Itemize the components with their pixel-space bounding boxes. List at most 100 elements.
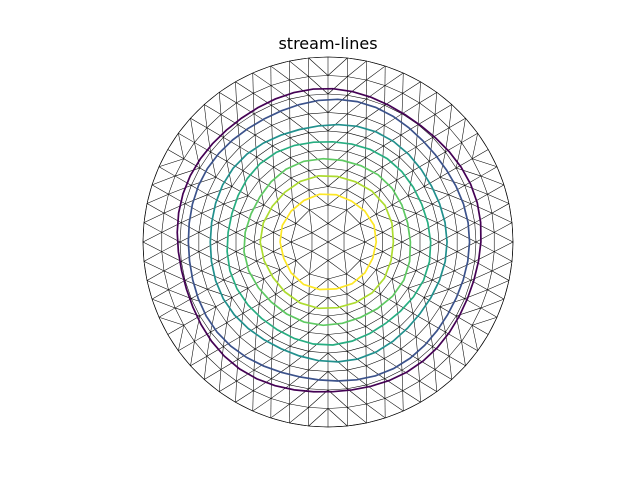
mesh-edge (343, 223, 361, 233)
mesh-edge (256, 213, 281, 224)
mesh-edge (231, 297, 244, 314)
mesh-edge (175, 167, 200, 177)
mesh-edge (424, 186, 449, 195)
contour-level-6 (259, 175, 395, 310)
mesh-edge (292, 284, 310, 295)
mesh-edge (239, 270, 265, 280)
mesh-edge (311, 241, 329, 252)
mesh-edge (399, 222, 421, 233)
mesh-edge (491, 251, 495, 271)
mesh-edge (434, 356, 450, 370)
mesh-edge (219, 380, 237, 392)
mesh-edge (437, 222, 458, 233)
contour-level-1 (176, 87, 482, 393)
mesh-edge (184, 185, 192, 204)
mesh-edge (415, 251, 421, 271)
mesh-edge (272, 337, 291, 347)
mesh-edge (190, 356, 208, 367)
mesh-edge (346, 209, 361, 224)
mesh-edge (494, 241, 514, 252)
mesh-edge (415, 213, 421, 233)
mesh-edge (178, 325, 185, 351)
mesh-edge (365, 137, 384, 147)
mesh-edge (253, 232, 274, 243)
mesh-edge (223, 203, 241, 214)
mesh-edge (464, 175, 482, 186)
mesh-edge (292, 260, 297, 285)
mesh-edge (412, 170, 425, 187)
mesh-edge (347, 170, 366, 179)
mesh-edge (218, 203, 224, 223)
mesh-edge (327, 241, 345, 252)
mesh-edge (415, 336, 419, 360)
mesh-edge (203, 104, 208, 128)
mesh-edge (384, 390, 403, 399)
mesh-edge (375, 214, 383, 233)
mesh-edge (347, 384, 367, 390)
mesh-edge (487, 289, 505, 300)
mesh-edge (472, 325, 489, 335)
mesh-edge (347, 98, 367, 115)
mesh-edge (289, 79, 309, 96)
mesh-edge (194, 142, 201, 169)
mesh-edge (471, 307, 482, 326)
mesh-edge (168, 280, 186, 290)
mesh-edge (423, 297, 441, 307)
mesh-edge (272, 145, 291, 158)
mesh-edge (464, 185, 472, 204)
mesh-edge (194, 331, 211, 342)
mesh-edge (191, 289, 208, 299)
mesh-edge (434, 369, 438, 392)
mesh-edge (271, 378, 290, 386)
mesh-edge (382, 316, 384, 339)
mesh-edge (366, 398, 386, 405)
mesh-edge (237, 359, 255, 371)
mesh-edge (311, 232, 329, 243)
mesh-edge (364, 306, 366, 327)
mesh-edge (289, 60, 309, 77)
mesh-edge (439, 289, 449, 307)
mesh-edge (455, 167, 465, 186)
mesh-edge (448, 127, 462, 143)
mesh-edge (384, 125, 402, 136)
mesh-edge (402, 390, 404, 412)
mesh-edge (461, 142, 473, 159)
mesh-edge (273, 316, 291, 327)
mesh-edge (327, 313, 348, 317)
mesh-edge (271, 117, 290, 126)
mesh-edge (163, 270, 169, 290)
mesh-edge (419, 92, 437, 104)
mesh-edge (366, 98, 385, 106)
mesh-edge (448, 194, 472, 204)
mesh-edge (365, 326, 384, 339)
mesh-edge (475, 241, 495, 252)
mesh-edge (308, 95, 329, 113)
mesh-edge (216, 241, 237, 252)
mesh-edge (174, 298, 192, 309)
mesh-edge (396, 179, 409, 196)
mesh-edge (289, 346, 309, 352)
mesh-edge (253, 348, 256, 371)
mesh-edge (487, 280, 510, 291)
mesh-edge (273, 232, 292, 243)
mesh-edge (226, 322, 241, 338)
mesh-edge (146, 280, 169, 291)
mesh-edge (423, 161, 430, 187)
mesh-edge (363, 284, 366, 307)
mesh-edge (491, 203, 510, 214)
mesh-edge (359, 260, 377, 270)
mesh-edge (454, 270, 472, 281)
mesh-edge (204, 104, 222, 115)
mesh-edge (198, 222, 219, 233)
mesh-edge (417, 124, 433, 138)
mesh-edge (366, 79, 386, 86)
mesh-edge (270, 85, 290, 100)
mesh-edge (327, 170, 348, 187)
mesh-edge (480, 166, 498, 177)
mesh-edge (235, 251, 241, 271)
mesh-edge (151, 175, 176, 186)
mesh-edge (210, 306, 217, 333)
mesh-edge (201, 270, 224, 281)
mesh-edge (226, 313, 244, 323)
mesh-edge (256, 156, 274, 168)
